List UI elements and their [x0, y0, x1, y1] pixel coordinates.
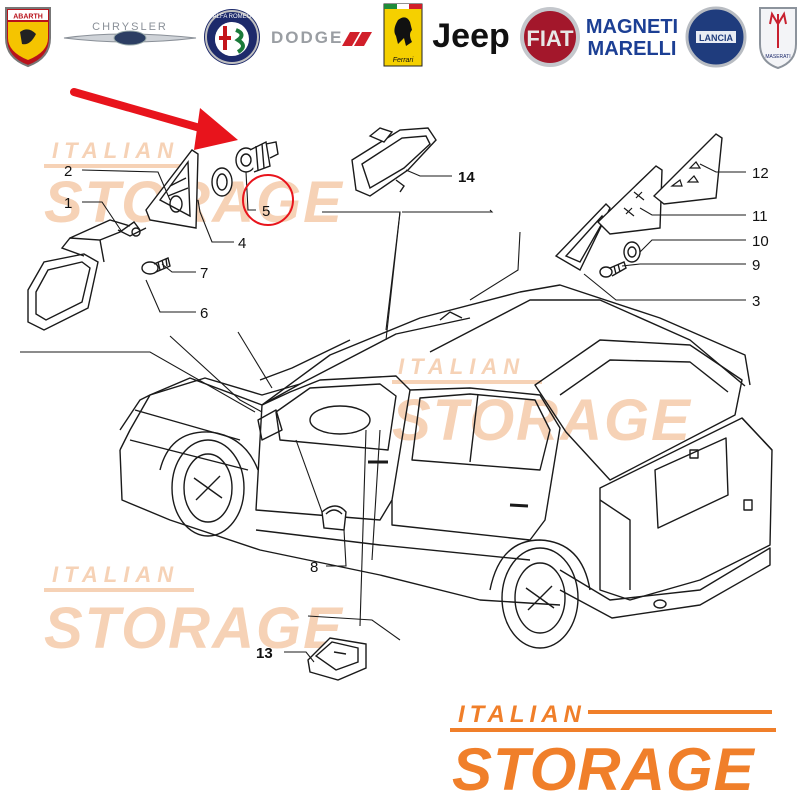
- dodge-text: DODGE: [271, 28, 343, 47]
- alfa-romeo-logo: ALFA ROMEO: [204, 9, 260, 65]
- part-5-adjuster-knob: [235, 140, 279, 173]
- callout-8: 8: [310, 559, 318, 576]
- callout-12: 12: [752, 165, 769, 182]
- logo-rule: [588, 710, 772, 714]
- abarth-logo: ABARTH: [5, 7, 51, 68]
- watermark-middle: ITALIAN STORAGE: [392, 354, 692, 453]
- part-3-window-trim: [554, 203, 611, 271]
- part-10-washer: [623, 241, 641, 263]
- maserati-logo: MASERATI: [759, 7, 797, 70]
- callout-11: 11: [752, 208, 768, 225]
- car-illustration: [119, 284, 773, 649]
- callout-13: 13: [256, 645, 273, 662]
- fiat-text: FIAT: [526, 26, 574, 51]
- callout-1: 1: [64, 195, 72, 212]
- jeep-logo: Jeep: [432, 17, 510, 55]
- part-2-trim-plate: [145, 149, 199, 229]
- svg-text:STORAGE: STORAGE: [392, 388, 692, 453]
- callout-10: 10: [752, 233, 769, 250]
- highlight-circle: [242, 174, 294, 226]
- marelli-text: MARELLI: [588, 38, 677, 60]
- leader-lines: [20, 163, 746, 663]
- svg-text:ITALIAN: ITALIAN: [52, 562, 179, 587]
- callout-labels: 1 2 3 4 5 6 7 8 9 10 11 12 13 14: [64, 163, 769, 662]
- part-9-screw: [599, 261, 627, 278]
- logo-italian-text: ITALIAN: [458, 701, 586, 728]
- italian-storage-logo: ITALIAN STORAGE: [450, 701, 776, 800]
- exploded-parts: [27, 127, 723, 681]
- watermark-bottom-left: ITALIAN STORAGE: [44, 562, 344, 661]
- ferrari-text: Ferrari: [393, 57, 414, 64]
- fiat-logo: FIAT: [520, 7, 580, 67]
- ferrari-logo: Ferrari: [383, 3, 423, 67]
- jeep-text: Jeep: [432, 17, 510, 55]
- callout-6: 6: [200, 305, 208, 322]
- lancia-text: LANCIA: [699, 33, 733, 43]
- svg-text:STORAGE: STORAGE: [44, 596, 344, 661]
- part-1-exterior-mirror: [27, 219, 147, 331]
- part-8-lock-clip: [321, 505, 347, 531]
- part-12-outer-cover: [652, 133, 723, 205]
- chrysler-text: CHRYSLER: [92, 21, 168, 33]
- callout-14: 14: [458, 169, 475, 186]
- callout-7: 7: [200, 265, 208, 282]
- logo-storage-text: STORAGE: [452, 736, 756, 800]
- callout-2: 2: [64, 163, 72, 180]
- callout-9: 9: [752, 257, 760, 274]
- part-11-inner-cover: [597, 165, 663, 235]
- part-7-screw: [141, 257, 171, 275]
- callout-5: 5: [262, 203, 270, 220]
- alfa-romeo-text: ALFA ROMEO: [213, 14, 252, 20]
- lancia-logo: LANCIA: [685, 6, 747, 68]
- dodge-logo: DODGE: [271, 28, 372, 47]
- svg-text:ITALIAN: ITALIAN: [398, 354, 525, 379]
- callout-4: 4: [238, 235, 246, 252]
- callout-3: 3: [752, 293, 760, 310]
- part-13-dome-light: [307, 637, 367, 681]
- highlight-part-5: [70, 88, 294, 226]
- magneti-marelli-logo: MAGNETI MARELLI: [586, 16, 678, 60]
- brand-logo-strip: ABARTH CHRYSLER ALFA ROMEO DODGE: [5, 3, 797, 70]
- logo-rule-bottom: [450, 728, 776, 732]
- svg-text:ITALIAN: ITALIAN: [52, 138, 179, 163]
- maserati-text: MASERATI: [765, 54, 790, 60]
- part-14-interior-mirror: [351, 127, 437, 197]
- red-arrow-icon: [70, 88, 238, 150]
- abarth-text: ABARTH: [13, 14, 43, 21]
- magneti-text: MAGNETI: [586, 16, 678, 38]
- chrysler-logo: CHRYSLER: [63, 21, 197, 46]
- part-4-grommet: [211, 167, 233, 197]
